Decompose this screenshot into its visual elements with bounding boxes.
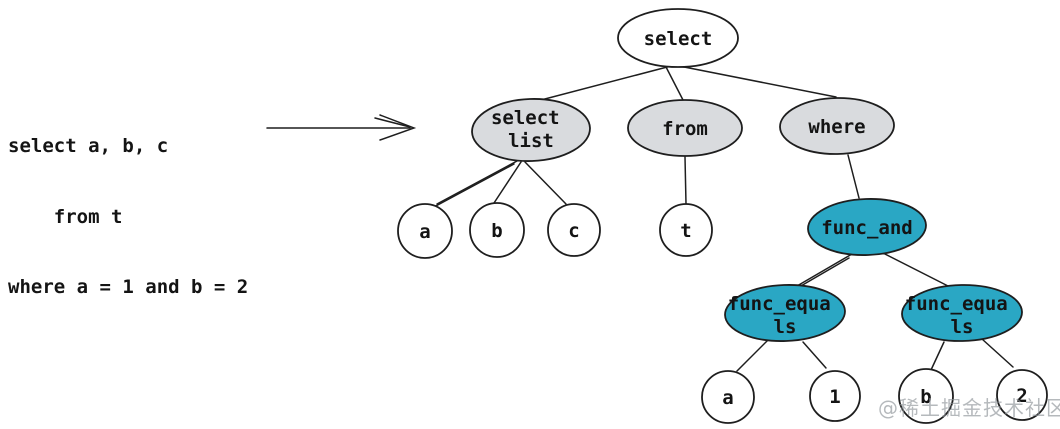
func-equals-left-line1: func_equa [728,293,831,315]
edge-from-t [684,156,687,205]
select-list-label-line2: list [508,130,554,152]
eq-right-lhs-label: b [920,386,931,408]
sql-line-1: select a, b, c [8,135,169,157]
tree-node-eq-left-lhs: a [701,370,755,424]
func-and-ellipse [807,198,927,256]
col-b-label: b [491,220,502,242]
edge-eqleft-1 [802,341,827,369]
table-t-label: t [680,220,691,242]
tree-node-func-equals-right: func_equa ls [901,284,1023,342]
edge-selectlist-c [524,161,567,205]
where-node-ellipse [779,97,895,155]
col-c-label: c [568,220,579,242]
sql-line-2: from t [8,205,123,228]
tree-node-func-equals-left: func_equa ls [724,284,846,342]
select-node-ellipse [617,8,739,68]
transform-arrow [266,114,417,141]
tree-node-eq-right-lhs: b [898,368,954,424]
tree-edges [433,63,1014,372]
eq-left-rhs-circle [809,370,861,422]
watermark: @稀土掘金技术社区 [878,396,1060,420]
eq-left-lhs-label: a [722,387,733,409]
edge-funcand-eqright [880,251,951,288]
tree-node-eq-left-rhs: 1 [809,370,861,422]
tree-node-where: where [779,97,895,155]
func-equals-right-label: func_equa ls [905,293,1019,338]
eq-left-lhs-circle [701,370,755,424]
arrow-head-icon [379,114,417,141]
edge-eqright-2 [981,338,1014,368]
tree-node-table-t: t [659,203,713,257]
arrow-head-sketch-line [374,117,411,128]
col-b-circle [469,202,525,258]
tree-node-eq-right-rhs: 2 [996,369,1048,421]
edge-select-selectlist [540,65,672,101]
select-list-node-label: select list [491,107,571,152]
table-t-circle [659,203,713,257]
func-equals-left-label: func_equa ls [728,293,842,338]
tree-node-col-c: c [547,203,601,257]
func-equals-right-line2: ls [951,316,974,338]
from-node-ellipse [627,99,743,157]
select-list-node-ellipse [471,98,591,162]
func-equals-right-ellipse [901,284,1023,342]
tree-node-from: from [627,99,743,157]
edge-where-funcand [847,154,860,199]
tree-node-col-a: a [397,203,453,259]
col-c-circle [547,203,601,257]
tree-node-select-list: select list [471,98,591,162]
sql-line-3: where a = 1 and b = 2 [8,276,249,298]
edge-selectlist-a-sketch [433,163,515,208]
select-node-label: select [644,28,713,50]
from-node-label: from [662,118,708,140]
func-equals-right-line1: func_equa [905,293,1008,315]
func-equals-left-ellipse [724,284,846,342]
eq-right-rhs-label: 2 [1016,385,1027,407]
eq-right-rhs-circle [996,369,1048,421]
col-a-label: a [419,221,430,243]
where-node-label: where [808,116,865,138]
col-a-circle [397,203,453,259]
func-and-label: func_and [821,217,913,239]
eq-left-rhs-label: 1 [829,386,840,408]
eq-right-lhs-circle [898,368,954,424]
edge-eqright-b [930,341,945,371]
tree-node-select: select [617,8,739,68]
tree-node-func-and: func_and [807,198,927,256]
edge-funcand-eqleft-sketch [793,257,850,291]
edge-selectlist-a [436,160,518,205]
tree-node-col-b: b [469,202,525,258]
edge-funcand-eqleft [796,253,853,287]
edge-select-from [664,64,684,101]
select-list-label-line1: select [491,107,560,129]
edge-selectlist-b [493,161,522,204]
edge-eqleft-a [736,339,769,372]
func-equals-left-line2: ls [774,316,797,338]
sql-code-block: select a, b, c from t where a = 1 and b … [8,88,248,347]
edge-select-where [668,63,837,98]
